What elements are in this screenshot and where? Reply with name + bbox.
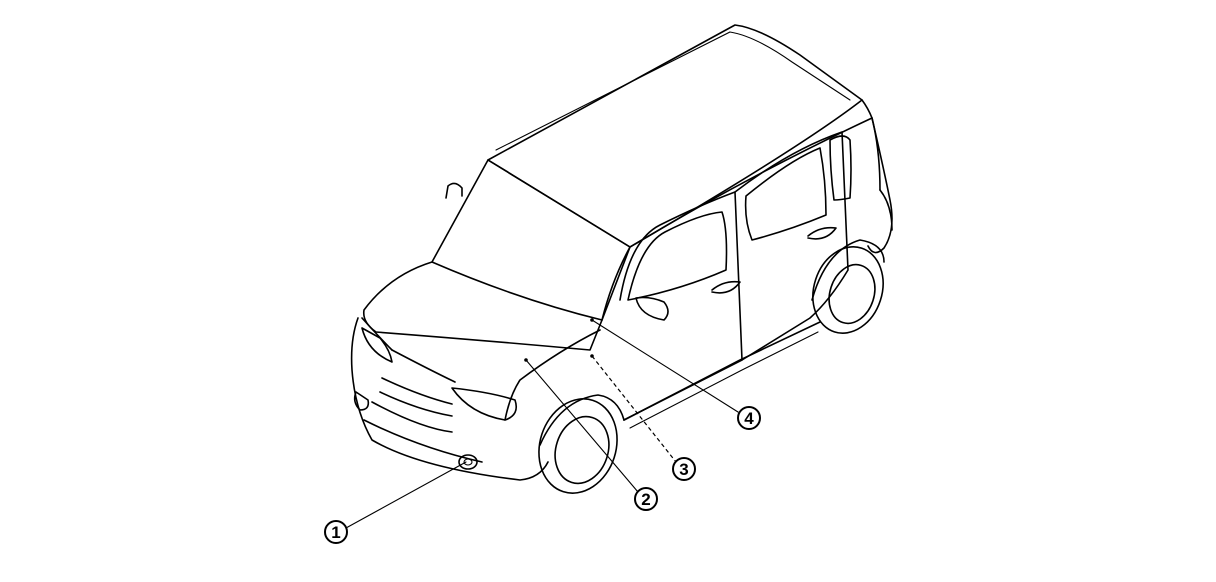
rear-wheel-arch bbox=[811, 239, 885, 301]
rear-door bbox=[734, 131, 849, 361]
rear-wheel bbox=[812, 246, 884, 334]
fog-lamp-left bbox=[353, 391, 370, 411]
side-mirror bbox=[635, 296, 669, 321]
rear-door-handle bbox=[807, 226, 837, 240]
leader-line-1 bbox=[345, 461, 467, 529]
grille-bar-2 bbox=[379, 391, 453, 417]
rear-door-window bbox=[744, 147, 827, 241]
front-door bbox=[619, 191, 743, 421]
front-wheel-rim bbox=[554, 415, 610, 485]
callout-1: 1 bbox=[324, 520, 348, 544]
front-fender-arch bbox=[539, 394, 625, 446]
leader-line-2 bbox=[525, 359, 639, 493]
callout-3-label: 3 bbox=[679, 460, 688, 479]
windshield bbox=[431, 159, 631, 321]
callout-4-label: 4 bbox=[744, 409, 754, 428]
roof-outline bbox=[487, 24, 863, 248]
front-fender bbox=[504, 329, 601, 421]
headlamp-left bbox=[361, 327, 393, 363]
upper-grille bbox=[391, 349, 456, 383]
callout-4: 4 bbox=[737, 406, 761, 430]
roof-edge bbox=[495, 31, 851, 151]
front-face bbox=[350, 317, 549, 481]
rear-bumper bbox=[879, 189, 893, 231]
front-door-window bbox=[627, 211, 728, 301]
rear-quarter-window bbox=[829, 135, 852, 201]
hood bbox=[362, 261, 603, 351]
side-body-upper bbox=[629, 117, 881, 248]
fog-lamp-right-inner bbox=[463, 458, 473, 466]
vehicle-drawing bbox=[350, 24, 893, 494]
fog-lamp-right bbox=[458, 454, 478, 470]
grille-bar-1 bbox=[381, 377, 453, 405]
callout-1-label: 1 bbox=[331, 523, 340, 542]
leader-line-4 bbox=[591, 319, 739, 413]
leader-line-3 bbox=[591, 355, 677, 463]
rear-roof-edge bbox=[861, 99, 873, 119]
a-pillar bbox=[601, 246, 631, 321]
hood-front-edge bbox=[361, 317, 393, 351]
callout-2: 2 bbox=[634, 487, 658, 511]
callout-2-label: 2 bbox=[641, 490, 650, 509]
leader-lines bbox=[345, 318, 739, 529]
front-wheel bbox=[538, 398, 618, 494]
rear-wheel-rim bbox=[828, 263, 876, 325]
rocker-panel-lower bbox=[629, 331, 819, 429]
headlamp-right bbox=[451, 387, 518, 421]
lower-intake bbox=[371, 401, 453, 433]
front-door-handle bbox=[711, 280, 741, 294]
left-mirror bbox=[445, 182, 463, 199]
callout-3: 3 bbox=[672, 457, 696, 481]
